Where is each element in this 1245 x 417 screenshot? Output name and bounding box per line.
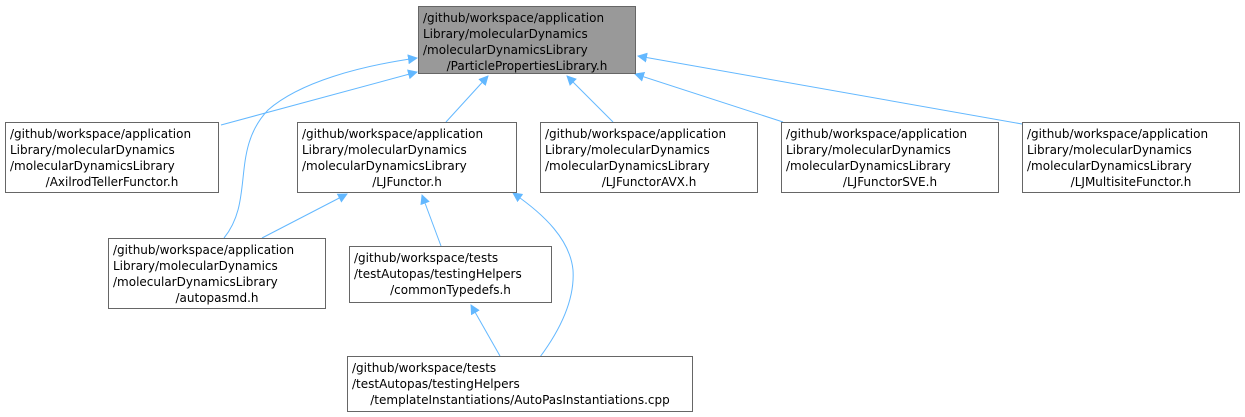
node-line: /templateInstantiations/AutoPasInstantia…	[370, 393, 670, 407]
node-lj-functor-sve[interactable]: /github/workspace/application Library/mo…	[781, 122, 999, 193]
node-line: /github/workspace/application	[786, 127, 968, 141]
node-line: Library/molecularDynamics	[1027, 143, 1192, 157]
node-line: /LJFunctorSVE.h	[842, 175, 938, 189]
node-line: /github/workspace/application	[423, 11, 605, 25]
edge-axilrod-to-root	[220, 69, 418, 126]
node-line: /testAutopas/testingHelpers	[352, 377, 520, 391]
edge-commontypedefs-to-ljfunctor	[420, 194, 442, 247]
edge-autopasmd-to-root	[223, 54, 418, 239]
node-line: /github/workspace/application	[545, 127, 727, 141]
node-line: Library/molecularDynamics	[10, 143, 175, 157]
node-line: Library/molecularDynamics	[423, 27, 588, 41]
node-line: /github/workspace/application	[10, 127, 192, 141]
edge-ljavx-to-root	[566, 75, 614, 123]
node-line: /molecularDynamicsLibrary	[10, 159, 175, 173]
edge-autopasmd-to-ljfunctor	[261, 193, 348, 239]
node-line: /molecularDynamicsLibrary	[545, 159, 710, 173]
node-lj-functor[interactable]: /github/workspace/application Library/mo…	[297, 122, 517, 193]
node-line: /molecularDynamicsLibrary	[113, 275, 278, 289]
edge-ljfunctor-to-root	[445, 75, 489, 123]
node-lj-multisite-functor[interactable]: /github/workspace/application Library/mo…	[1022, 122, 1240, 193]
node-line: /github/workspace/application	[113, 243, 295, 257]
node-common-typedefs[interactable]: /github/workspace/tests /testAutopas/tes…	[349, 246, 552, 303]
node-autopas-instantiations[interactable]: /github/workspace/tests /testAutopas/tes…	[347, 356, 693, 412]
node-axilrod-teller-functor[interactable]: /github/workspace/application Library/mo…	[5, 122, 219, 193]
edge-instantiations-to-commontypedefs	[470, 304, 501, 357]
node-line: /ParticlePropertiesLibrary.h	[446, 59, 608, 73]
node-line: /LJFunctor.h	[372, 175, 442, 189]
node-line: Library/molecularDynamics	[545, 143, 710, 157]
node-line: /testAutopas/testingHelpers	[354, 267, 522, 281]
node-line: /molecularDynamicsLibrary	[423, 43, 588, 57]
node-line: Library/molecularDynamics	[113, 259, 278, 273]
node-lj-functor-avx[interactable]: /github/workspace/application Library/mo…	[540, 122, 758, 193]
node-autopasmd[interactable]: /github/workspace/application Library/mo…	[108, 238, 326, 309]
node-line: /molecularDynamicsLibrary	[1027, 159, 1192, 173]
node-line: Library/molecularDynamics	[786, 143, 951, 157]
node-line: /LJMultisiteFunctor.h	[1070, 175, 1192, 189]
node-line: /molecularDynamicsLibrary	[786, 159, 951, 173]
node-line: /commonTypedefs.h	[390, 283, 511, 297]
node-line: /github/workspace/application	[1027, 127, 1209, 141]
node-line: /molecularDynamicsLibrary	[302, 159, 467, 173]
node-line: /autopasmd.h	[175, 291, 259, 305]
node-line: /github/workspace/application	[302, 127, 484, 141]
node-line: /github/workspace/tests	[352, 361, 497, 375]
node-line: /github/workspace/tests	[354, 251, 499, 265]
node-particle-properties-library: /github/workspace/application Library/mo…	[418, 6, 636, 74]
node-line: Library/molecularDynamics	[302, 143, 467, 157]
node-line: /AxilrodTellerFunctor.h	[45, 175, 179, 189]
node-line: /LJFunctorAVX.h	[601, 175, 697, 189]
edge-ljsve-to-root	[634, 72, 784, 123]
edge-instantiations-to-ljfunctor	[512, 192, 574, 358]
edge-ljmultisite-to-root	[637, 52, 1023, 125]
